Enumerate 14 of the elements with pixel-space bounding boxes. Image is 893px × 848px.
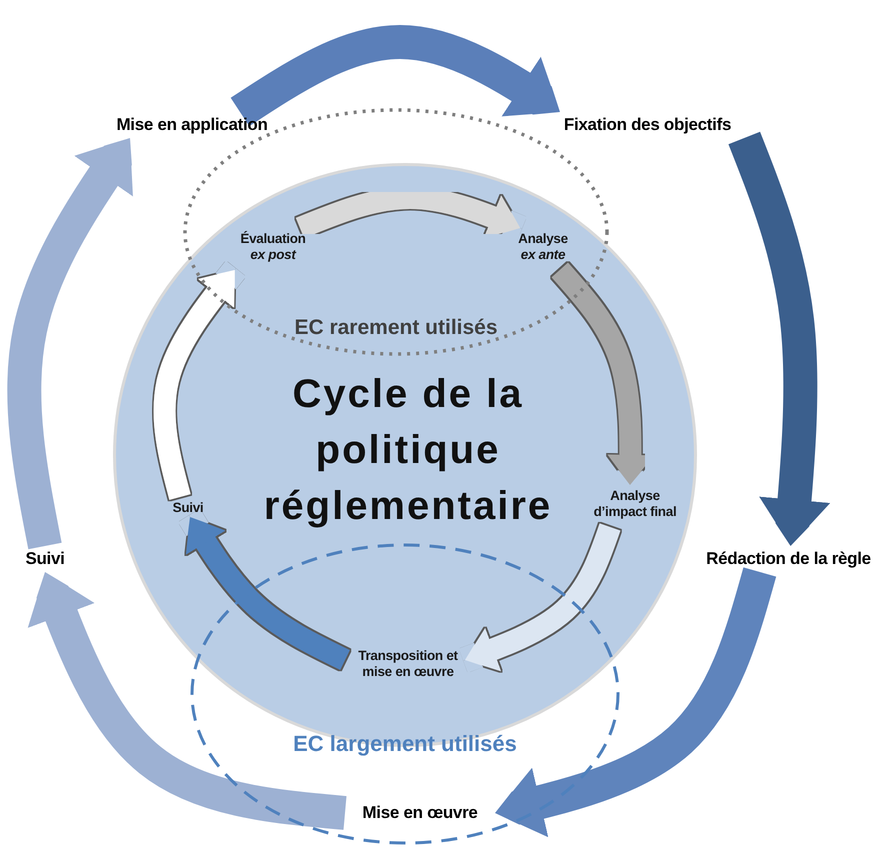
- cycle-title: Cycle de la politique réglementaire: [262, 371, 554, 530]
- step-label: Suivi: [163, 500, 213, 520]
- group-label: EC rarement utilisés: [293, 316, 499, 340]
- step-label: Évaluation ex post: [233, 231, 313, 273]
- stage-label: Mise en œuvre: [345, 800, 495, 826]
- stage-label: Suivi: [12, 546, 78, 572]
- stage-label: Fixation des objectifs: [540, 112, 755, 138]
- stage-label: Rédaction de la règle: [686, 546, 891, 572]
- step-label: Transposition et mise en œuvre: [348, 648, 468, 688]
- stage-label: Mise en application: [92, 112, 292, 138]
- step-label: Analyse d’impact final: [585, 488, 685, 530]
- group-label: EC largement utilisés: [292, 731, 518, 757]
- step-label: Analyse ex ante: [510, 231, 576, 273]
- cycle-arrow: [728, 132, 830, 548]
